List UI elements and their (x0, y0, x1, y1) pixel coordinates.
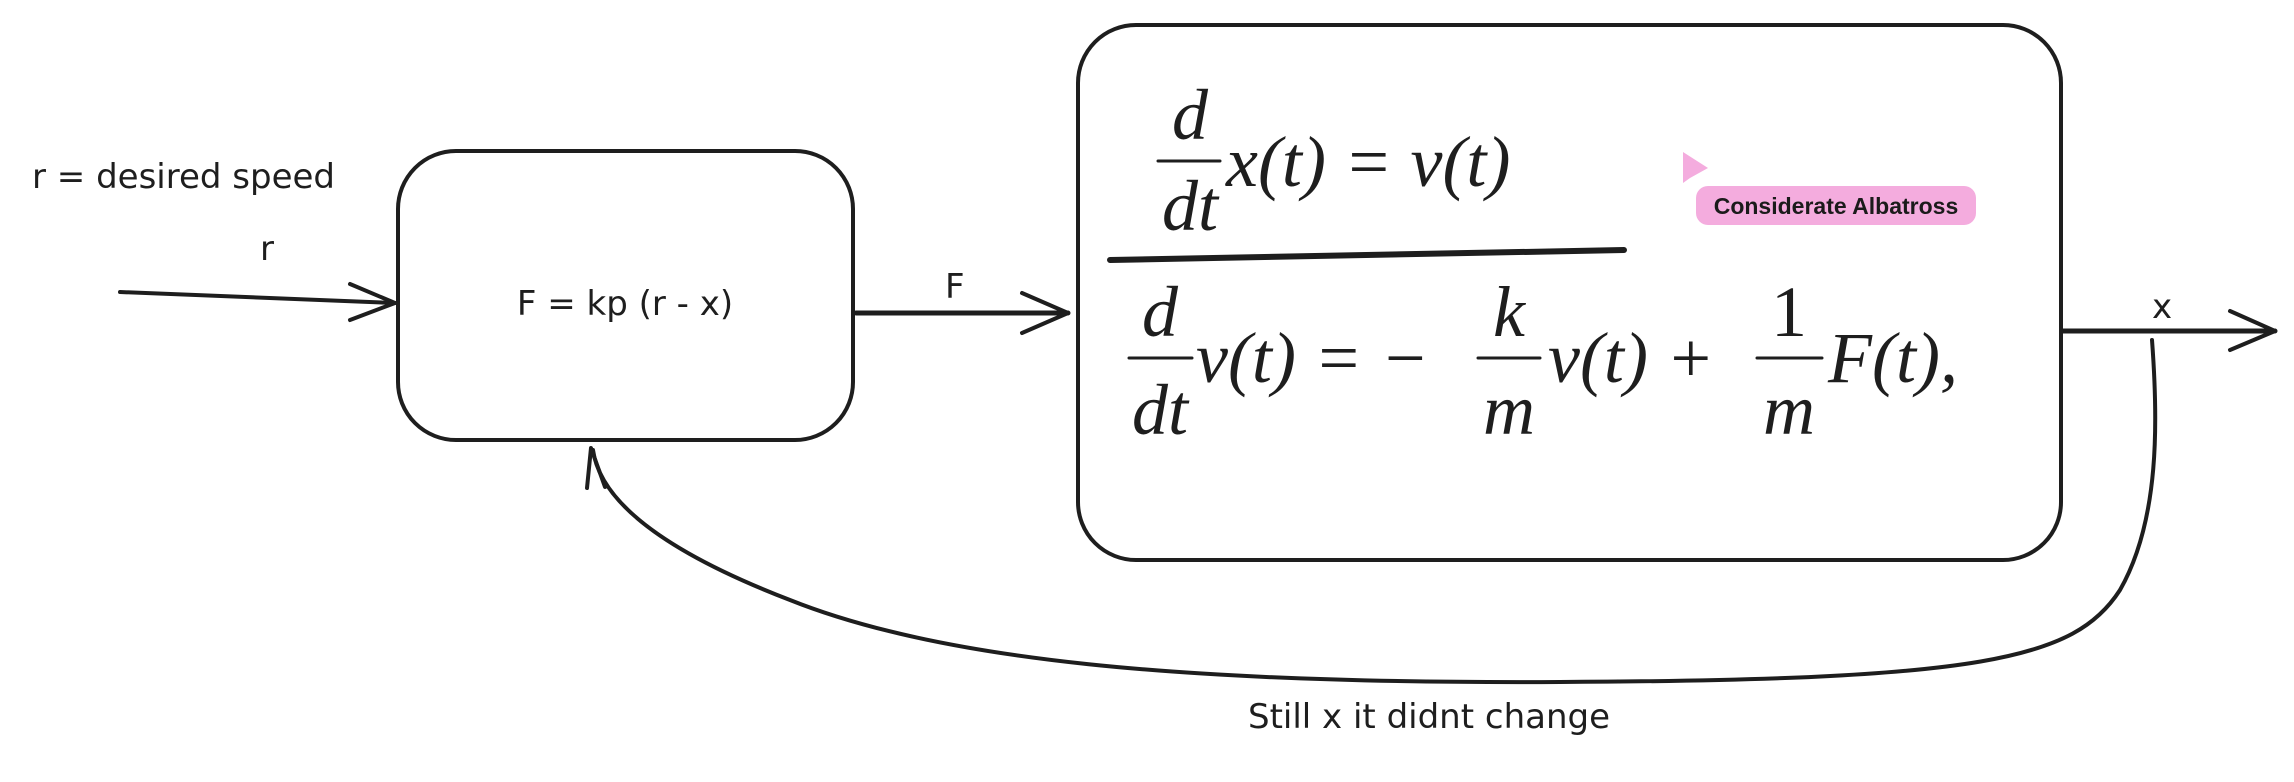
feedback-arrow[interactable] (585, 338, 2158, 685)
eq2-part2: v(t) + (1548, 318, 1715, 398)
eq2-k-numerator: k (1493, 272, 1527, 352)
output-arrow[interactable] (2060, 309, 2278, 352)
collaborator-name: Considerate Albatross (1714, 193, 1959, 219)
force-symbol-label[interactable]: F (945, 267, 965, 307)
eq2-numerator: d (1142, 272, 1179, 352)
controller-equation[interactable]: F = kp (r - x) (517, 284, 733, 324)
eq2-m2-denominator: m (1763, 370, 1815, 450)
reference-arrow[interactable] (118, 282, 397, 322)
collaborator-cursor: Considerate Albatross (1683, 152, 1976, 225)
eq2-denominator: dt (1132, 370, 1190, 450)
output-symbol-label[interactable]: x (2152, 287, 2172, 327)
eq2-m-denominator: m (1483, 370, 1535, 450)
reference-description[interactable]: r = desired speed (32, 157, 335, 197)
reference-symbol-label[interactable]: r (260, 229, 274, 269)
plant-block[interactable] (1076, 23, 2063, 562)
eq1-numerator: d (1172, 75, 1209, 155)
eq1-rhs: x(t) = v(t) (1225, 122, 1510, 202)
controller-block[interactable] (396, 149, 855, 442)
eq1-denominator: dt (1162, 166, 1220, 246)
equation-separator (1107, 247, 1627, 263)
equation-1: d dt x(t) = v(t) (1156, 75, 1510, 246)
collaborator-badge (1696, 186, 1976, 225)
equation-2: d dt v(t) = − k m v(t) + 1 m F(t), (1127, 272, 1958, 450)
eq2-part1: v(t) = − (1196, 318, 1429, 398)
eq2-part3: F(t), (1827, 318, 1958, 398)
eq2-one-numerator: 1 (1771, 272, 1807, 352)
cursor-pointer-icon (1683, 152, 1708, 183)
force-arrow[interactable] (853, 291, 1071, 335)
feedback-note[interactable]: Still x it didnt change (1248, 697, 1610, 737)
